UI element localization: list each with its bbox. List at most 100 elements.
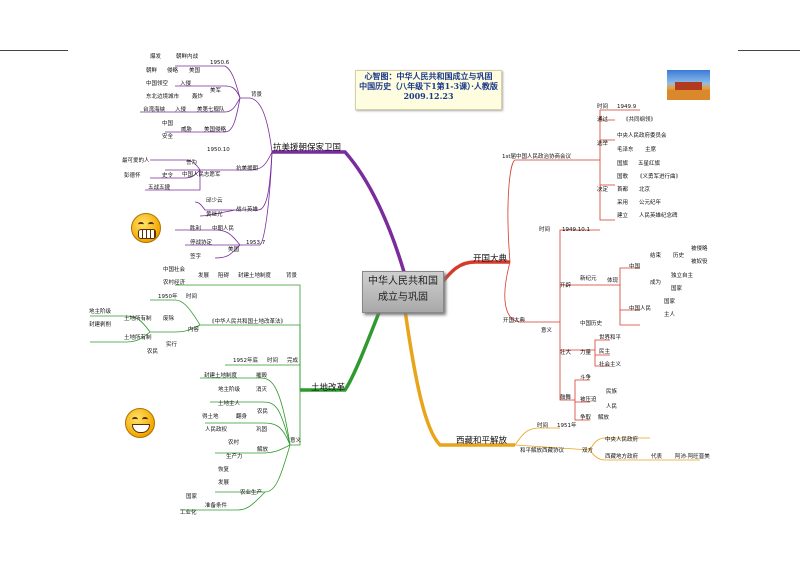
node: 封建剥削 [89, 322, 112, 328]
node: 鼓舞 [560, 395, 572, 401]
node: 力量 [580, 350, 592, 356]
node: 时间 [267, 358, 279, 364]
node: 代表 [651, 454, 663, 460]
node: 发展 [218, 480, 230, 486]
node: 和平解放西藏协议 [520, 448, 565, 454]
node: 人民英雄纪念碑 [639, 213, 678, 219]
node: 中国 [629, 264, 641, 270]
node-zdyx[interactable]: 战斗英雄 [236, 207, 259, 213]
smiley-icon [131, 213, 161, 243]
node: 主人 [664, 312, 676, 318]
date: 1950.10 [207, 147, 230, 153]
branch-line-kgdd [438, 260, 510, 287]
node: 争取 [580, 415, 592, 421]
node: 双方 [582, 448, 594, 454]
node: 国家 [664, 299, 676, 305]
node: 朝鲜内战 [176, 54, 199, 60]
node: 国旗 [617, 161, 629, 167]
node: 民主 [599, 349, 611, 355]
node: 体现 [607, 278, 619, 284]
node: 新纪元 [580, 276, 597, 282]
node: 工业化 [180, 510, 197, 516]
node: 胜利 [190, 226, 202, 232]
node: 民族 [606, 389, 618, 395]
node: 农民 [257, 409, 269, 415]
node: 西藏地方政府 [605, 454, 639, 460]
node: 国家 [186, 494, 198, 500]
node-dadian[interactable]: 开国大典 [503, 318, 526, 324]
node: 国歌 [617, 174, 629, 180]
top-left-rule [0, 50, 68, 51]
node: 入侵 [180, 81, 192, 87]
node: 翻身 [236, 414, 248, 420]
node: 壮大 [560, 350, 572, 356]
node: 土地主人 [218, 401, 241, 407]
node: 最可爱的人 [122, 158, 150, 164]
node-kmyc[interactable]: 抗美援朝 [236, 166, 259, 172]
node-beijing[interactable]: 背景 [251, 92, 263, 98]
node: 朝鲜 [146, 68, 158, 74]
node-law[interactable]: 《中华人民共和国土地改革法》 [209, 319, 287, 325]
node: 美国 [189, 68, 201, 74]
node: 消灭 [256, 387, 268, 393]
date: 1949.9 [617, 104, 637, 110]
branch-line-kmyc [272, 150, 406, 273]
node: 世界和平 [599, 335, 622, 341]
node: 《义勇军进行曲》 [637, 174, 682, 180]
branch-kmyc[interactable]: 抗美援朝保家卫国 [273, 143, 342, 153]
branch-xzjf[interactable]: 西藏和平解放 [456, 436, 508, 446]
node: 建立 [617, 213, 629, 219]
node: 农业生产 [240, 490, 263, 496]
node: 地主阶级 [218, 387, 241, 393]
node: 摧毁 [256, 373, 268, 379]
node: 《共同纲领》 [623, 117, 657, 123]
node: 中国历史 [580, 321, 603, 327]
node: 北京 [639, 187, 651, 193]
node: 台湾海峡 [143, 107, 166, 113]
node: 人民 [606, 404, 618, 410]
date: 1950.6 [210, 60, 230, 66]
node: 被压迫 [580, 397, 597, 403]
node: 完成 [287, 358, 299, 364]
node: 废除 [163, 316, 175, 322]
date: 1950年 [158, 294, 178, 300]
node: 被奴役 [691, 259, 708, 265]
node: 停战协定 [190, 240, 213, 246]
node: 中央人民政府委员会 [617, 133, 667, 139]
node: 恢复 [218, 467, 230, 473]
node: 土地所有制 [124, 335, 152, 341]
node: 彭德怀 [124, 173, 141, 179]
node-yiyi[interactable]: 意义 [290, 438, 302, 444]
node: 独立自主 [671, 273, 694, 279]
node: 农村 [228, 440, 240, 446]
node: 通过 [597, 117, 609, 123]
branch-tdgg[interactable]: 土地改革 [311, 383, 346, 393]
node: 黄继光 [206, 212, 223, 218]
node: 历史 [673, 253, 685, 259]
node: 解放 [257, 447, 269, 453]
title-box: 心智图：中华人民共和国成立与巩固 中国历史（八年级下1第1-3课）·人教版 20… [355, 70, 502, 110]
node-bj[interactable]: 背景 [286, 273, 298, 279]
branch-kgdd[interactable]: 开国大典 [473, 254, 508, 264]
node: 中国人民 [629, 306, 652, 312]
branch-line-tdgg [300, 309, 382, 392]
node: 时间 [186, 294, 198, 300]
node: 签字 [190, 254, 202, 260]
central-line-2: 成立与巩固 [378, 292, 428, 303]
node: 斗争 [580, 375, 592, 381]
node: 中国人民志愿军 [182, 172, 221, 178]
node: 入侵 [175, 107, 187, 113]
node: 农民 [147, 349, 159, 355]
node-zzxs[interactable]: 1st届中国人民政治协商会议 [502, 154, 572, 160]
node: 东北边境城市 [146, 94, 180, 100]
node: 土地所有制 [124, 316, 152, 322]
date: 1951年 [557, 423, 577, 429]
node-jieguo[interactable]: 美国 [228, 247, 240, 253]
node: 五战五捷 [148, 185, 171, 191]
node: 阻碍 [218, 273, 230, 279]
node: 实行 [166, 342, 178, 348]
node: 生产力 [226, 454, 243, 460]
node: 侵略 [167, 68, 179, 74]
node: 美第七舰队 [197, 107, 225, 113]
